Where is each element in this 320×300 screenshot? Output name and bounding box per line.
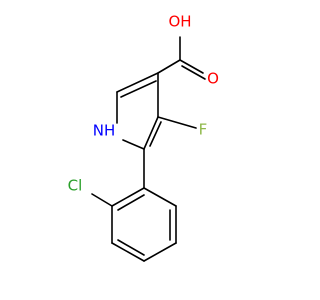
- fluorine-label: F: [199, 121, 208, 139]
- bond-c5-c4: [143, 116, 159, 150]
- chlorine-label: Cl: [68, 177, 83, 195]
- bond-c-o-double-a: [179, 59, 204, 74]
- phenyl-bond-4: [111, 242, 145, 262]
- carbonyl-oxygen-label: O: [207, 70, 219, 88]
- molecule-drawing: OH O NH F Cl: [68, 13, 219, 262]
- structure-canvas: OH O NH F Cl: [67, 12, 219, 262]
- phenyl-bond-3: [143, 242, 177, 262]
- bond-c4-f: [157, 116, 197, 129]
- nitrogen-label: NH: [93, 122, 116, 140]
- phenyl-bond-6-double: [117, 194, 145, 211]
- phenyl-bond-1: [143, 187, 177, 207]
- hydroxyl-label: OH: [168, 13, 191, 31]
- bond-n1-c5: [122, 139, 145, 150]
- bond-c-ring-c3: [157, 59, 181, 74]
- bond-c-o-double-b: [181, 65, 206, 80]
- bond-phenyl-cl: [91, 193, 113, 207]
- phenyl-bond-6: [111, 187, 145, 207]
- bond-c3-c2-double: [120, 80, 157, 98]
- bond-c5-c4-double: [149, 121, 162, 147]
- phenyl-bond-4-double: [117, 239, 145, 256]
- bond-c3-c2: [116, 72, 159, 93]
